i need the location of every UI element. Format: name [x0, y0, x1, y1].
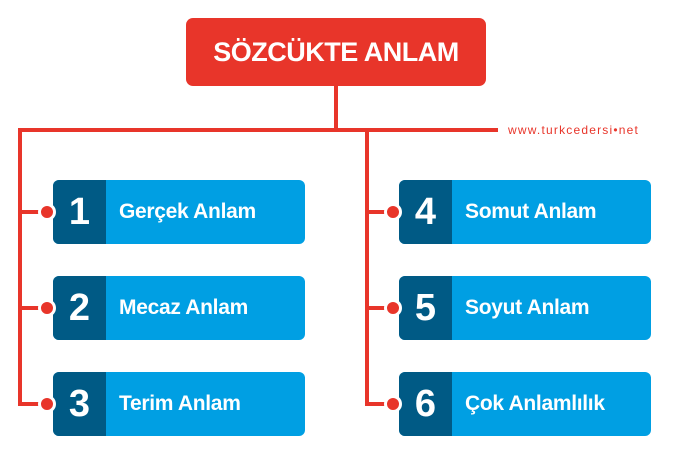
connector-line [18, 128, 498, 132]
connector-line [365, 306, 401, 310]
connector-line [365, 402, 401, 406]
connector-dot-icon [38, 299, 56, 317]
node-number: 2 [53, 276, 106, 340]
connector-line [365, 210, 401, 214]
root-node-title: SÖZCÜKTE ANLAM [186, 18, 486, 86]
node-label: Mecaz Anlam [119, 296, 248, 319]
node-label: Gerçek Anlam [119, 200, 256, 223]
node-number: 5 [399, 276, 452, 340]
connector-line [18, 210, 54, 214]
connector-line [365, 128, 369, 404]
node-label: Soyut Anlam [465, 296, 590, 319]
connector-line [18, 128, 22, 404]
connector-line [334, 86, 338, 132]
connector-dot-icon [384, 299, 402, 317]
connector-dot-icon [38, 203, 56, 221]
connector-line [18, 402, 54, 406]
watermark: www.turkcedersi•net [508, 123, 640, 137]
node-6: 6 Çok Anlamlılık [399, 372, 651, 436]
connector-dot-icon [384, 203, 402, 221]
node-label: Çok Anlamlılık [465, 392, 605, 415]
node-5: 5 Soyut Anlam [399, 276, 651, 340]
connector-dot-icon [38, 395, 56, 413]
node-3: 3 Terim Anlam [53, 372, 305, 436]
node-2: 2 Mecaz Anlam [53, 276, 305, 340]
node-number: 6 [399, 372, 452, 436]
node-1: 1 Gerçek Anlam [53, 180, 305, 244]
node-label: Terim Anlam [119, 392, 241, 415]
node-number: 1 [53, 180, 106, 244]
node-4: 4 Somut Anlam [399, 180, 651, 244]
connector-dot-icon [384, 395, 402, 413]
node-number: 4 [399, 180, 452, 244]
connector-line [18, 306, 54, 310]
node-number: 3 [53, 372, 106, 436]
node-label: Somut Anlam [465, 200, 597, 223]
